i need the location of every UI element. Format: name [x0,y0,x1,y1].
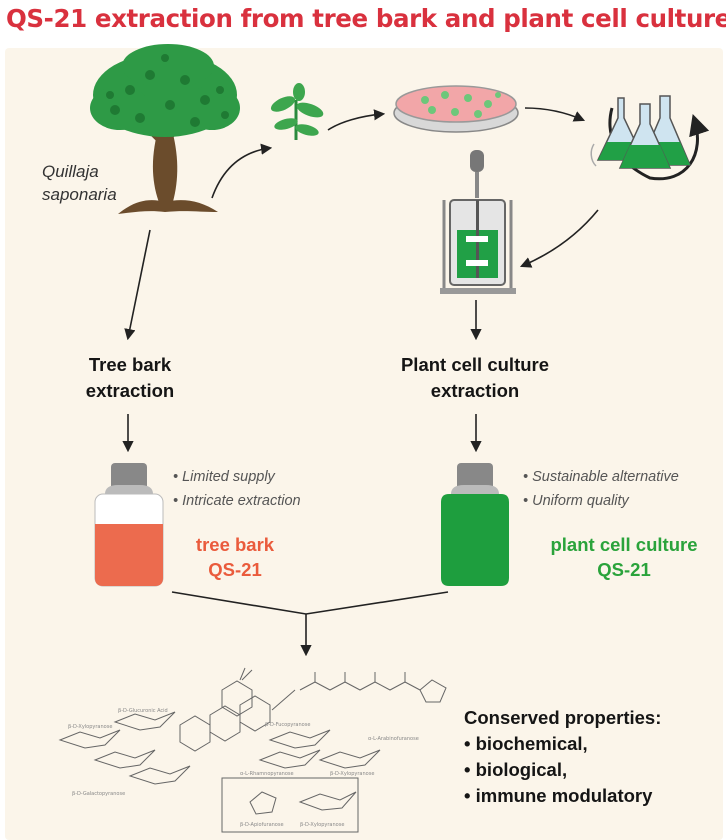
svg-text:β-D-Apiofuranose: β-D-Apiofuranose [240,822,284,828]
svg-text:β-D-Galactopyranose: β-D-Galactopyranose [72,791,125,797]
tree-bark-bullet-list: • Limited supply • Intricate extraction [173,465,301,513]
tree-bark-qs21-label: tree bark QS-21 [195,534,275,580]
list-item: • immune modulatory [464,785,653,806]
arrow-tree-to-sprout [211,143,273,199]
converging-lines [171,591,449,615]
arrow-sprout-to-dish [327,109,386,131]
list-item: • Sustainable alternative [523,469,679,485]
list-item: • Intricate extraction [173,493,301,509]
conserved-properties: Conserved properties: • biochemical, • b… [464,705,661,809]
plant-cell-vial [441,463,509,586]
bioreactor-icon [440,150,516,294]
svg-text:α-L-Rhamnopyranose: α-L-Rhamnopyranose [240,771,294,777]
svg-text:β-D-Fucopyranose: β-D-Fucopyranose [265,722,310,728]
tree-icon [90,44,240,214]
plant-cell-extraction-label: Plant cell culture extraction [400,354,550,401]
flow-arrows [122,107,599,657]
tree-bark-extraction-label: Tree bark extraction [85,354,175,401]
svg-text:β-D-Xylopyranose: β-D-Xylopyranose [330,771,374,777]
tree-bark-vial [94,463,164,587]
arrow-dish-to-flasks [524,107,586,122]
molecule-labels: β-D-Xylopyranose β-D-Glucuronic Acid β-D… [68,708,419,828]
petri-dish-icon [393,85,519,133]
svg-text:α-L-Arabinofuranose: α-L-Arabinofuranose [368,736,419,742]
svg-text:β-D-Xylopyranose: β-D-Xylopyranose [68,724,112,730]
species-name: Quillaja saponaria [42,160,117,206]
conserved-heading: Conserved properties: [464,707,662,728]
svg-text:β-D-Glucuronic Acid: β-D-Glucuronic Acid [118,708,168,714]
svg-text:β-D-Xylopyranose: β-D-Xylopyranose [300,822,344,828]
seedling-icon [270,83,324,140]
plant-cell-qs21-label: plant cell culture QS-21 [550,534,698,580]
arrow-tree-to-bark [124,229,151,341]
list-item: • Uniform quality [523,493,629,509]
shaking-flasks-icon [590,95,710,181]
list-item: • biological, [464,759,568,780]
species-epithet: saponaria [42,185,117,204]
list-item: • Limited supply [173,469,275,485]
species-genus: Quillaja [42,162,99,181]
plant-cell-bullet-list: • Sustainable alternative • Uniform qual… [523,465,679,513]
page-title: QS-21 extraction from tree bark and plan… [6,4,726,33]
arrow-flasks-to-reactor [519,209,599,268]
qs21-molecule-structure [58,667,447,833]
list-item: • biochemical, [464,733,588,754]
